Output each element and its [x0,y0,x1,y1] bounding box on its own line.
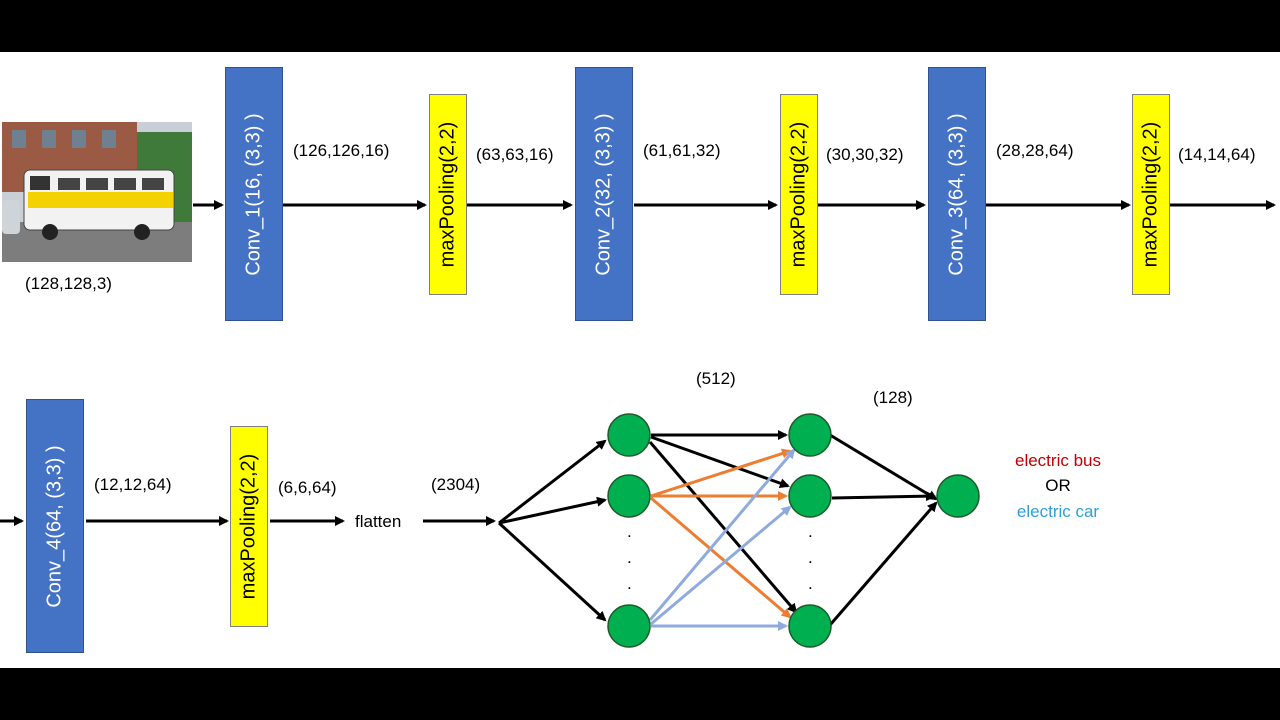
conv1-label: Conv_1(16, (3,3) ) [242,112,265,276]
shape-after-pool3: (14,14,64) [1178,145,1256,164]
pool2-block: maxPooling(2,2) [780,94,818,295]
shape-after-conv2: (61,61,32) [643,141,721,160]
conv3-label: Conv_3(64, (3,3) ) [945,112,968,276]
node-a3 [607,604,651,648]
shape-after-conv3: (28,28,64) [996,141,1074,160]
dots-layer1-c: . [627,574,632,593]
pool3-label: maxPooling(2,2) [1139,121,1162,268]
arrows-layer [0,200,1276,648]
pool4-block: maxPooling(2,2) [230,426,268,627]
output-class-electric-car: electric car [1016,502,1100,521]
dots-layer1-a: . [627,522,632,541]
dots-layer2-a: . [808,522,813,541]
conv2-block: Conv_2(32, (3,3) ) [575,67,633,321]
arrow-split-n3 [497,521,607,622]
conv2-label: Conv_2(32, (3,3) ) [592,112,615,276]
node-b3 [788,604,832,648]
arrow-split-n1 [498,439,607,525]
arrow-split-n2 [498,496,607,525]
shape-after-conv4: (12,12,64) [94,475,172,494]
node-out [936,474,980,518]
output-class-electric-bus: electric bus [1015,451,1101,470]
edge-a2-b3 [650,496,792,619]
shape-after-pool2: (30,30,32) [826,145,904,164]
dense1-size: (512) [696,369,736,388]
output-or: OR [1045,476,1071,495]
dots-layer2-b: . [808,548,813,567]
dots-layer2-c: . [808,574,813,593]
shape-after-pool1: (63,63,16) [476,145,554,164]
pool3-block: maxPooling(2,2) [1132,94,1170,295]
conv4-label: Conv_4(64, (3,3) ) [43,444,66,608]
pool1-block: maxPooling(2,2) [429,94,467,295]
bus-photo-drawing [2,122,192,262]
dots-layer1-b: . [627,548,632,567]
bus-photo [2,122,192,262]
flatten-label: flatten [355,512,402,531]
edge-a1-b3 [648,441,798,614]
flatten-shape: (2304) [431,475,481,494]
edge-b1-out [829,433,938,501]
node-a2 [607,474,651,518]
pool2-label: maxPooling(2,2) [787,121,810,268]
shape-after-pool4: (6,6,64) [278,478,337,497]
shape-after-conv1: (126,126,16) [293,141,390,160]
edge-a3-b2 [650,505,792,626]
node-b1 [788,413,832,457]
pool1-label: maxPooling(2,2) [436,121,459,268]
conv4-block: Conv_4(64, (3,3) ) [26,399,84,653]
dense2-size: (128) [873,388,913,407]
node-a1 [607,413,651,457]
edge-a1-b2 [650,435,790,489]
input-shape: (128,128,3) [25,274,112,293]
edge-a3-b1 [648,448,796,621]
edge-a2-b1 [650,448,792,498]
conv3-block: Conv_3(64, (3,3) ) [928,67,986,321]
diagram-canvas: Conv_1(16, (3,3) ) maxPooling(2,2) Conv_… [0,52,1280,668]
node-b2 [788,474,832,518]
edge-b3-out [828,501,938,626]
conv1-block: Conv_1(16, (3,3) ) [225,67,283,321]
edge-b2-out [831,491,936,502]
pool4-label: maxPooling(2,2) [237,453,260,600]
